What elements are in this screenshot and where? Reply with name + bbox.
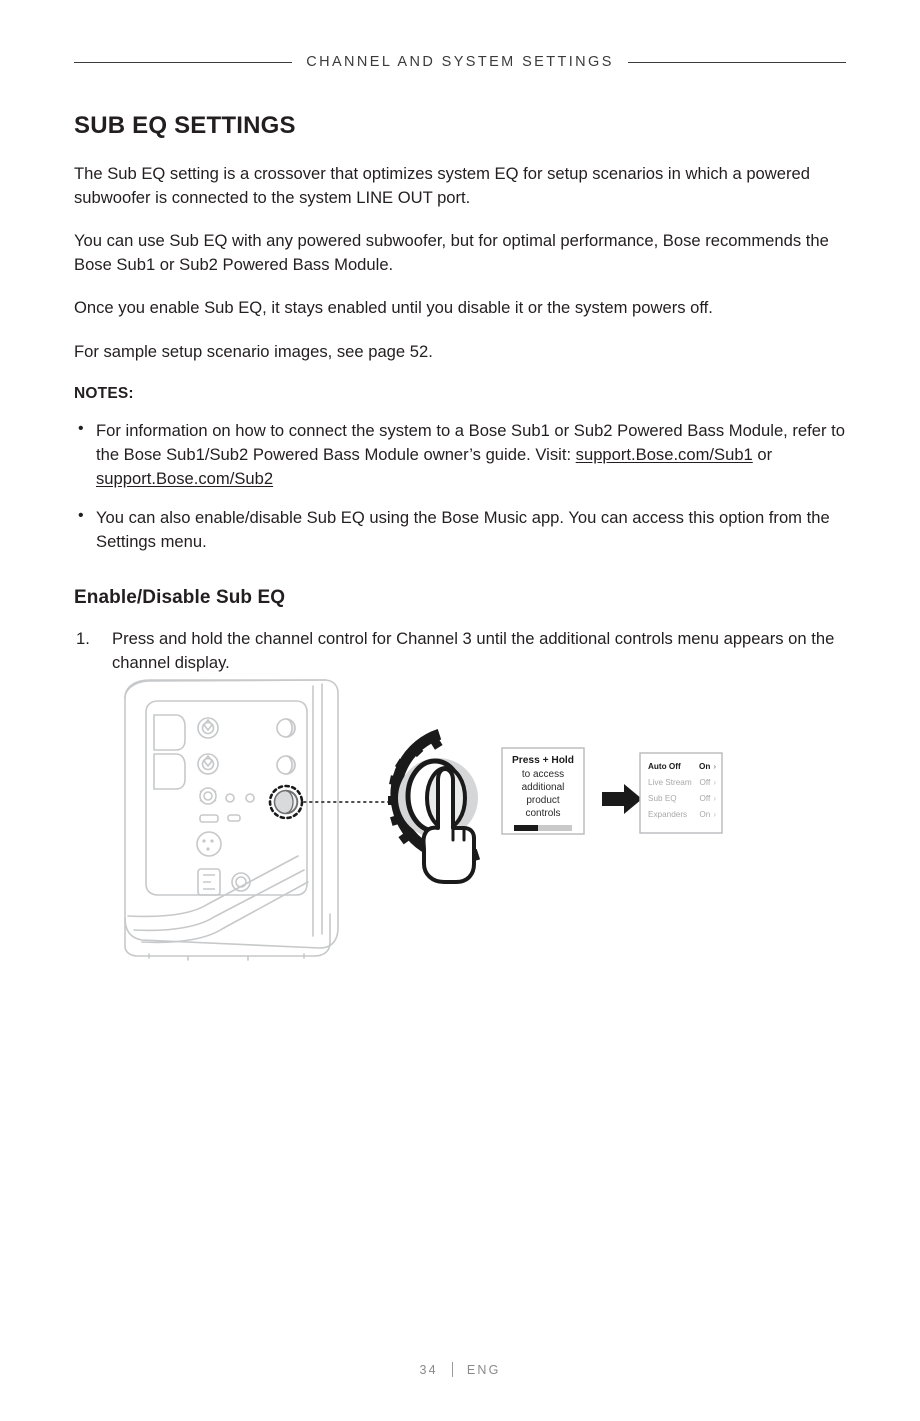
magnified-knob-graphic — [388, 729, 481, 884]
handle-cutout-bottom — [153, 753, 186, 790]
callout-progress-fill — [514, 824, 539, 831]
intro-paragraph-2: You can use Sub EQ with any powered subw… — [74, 231, 829, 274]
channel-display-menu: Auto Off On › Live Stream Off › Sub EQ O… — [640, 753, 722, 833]
callout-line: controls — [525, 807, 561, 819]
usb-port-large — [199, 814, 219, 823]
footer-language: ENG — [466, 1362, 501, 1377]
channel-knob-1 — [276, 718, 296, 738]
page-title: SUB EQ SETTINGS — [74, 112, 296, 139]
xlr-combo-jack-1 — [197, 717, 219, 739]
page-header-title: CHANNEL AND SYSTEM SETTINGS — [306, 54, 614, 70]
note-item: • You can also enable/disable Sub EQ usi… — [74, 506, 854, 553]
header-rule-left — [74, 61, 293, 63]
bullet-glyph: • — [78, 420, 84, 438]
notes-list: • For information on how to connect the … — [74, 419, 854, 553]
menu-row-label: Expanders — [648, 810, 688, 819]
callout-line: to access — [521, 768, 565, 780]
step-number: 1. — [76, 629, 90, 649]
header-rule-right — [627, 61, 846, 63]
flow-arrow-icon — [602, 784, 642, 814]
usb-port-small — [227, 814, 241, 822]
chevron-right-icon: › — [713, 810, 716, 819]
support-sub1-link[interactable]: support.Bose.com/Sub1 — [575, 444, 753, 464]
notes-label: NOTES: — [74, 385, 134, 403]
menu-row-value: On — [699, 810, 711, 819]
page-number: 34 — [419, 1362, 438, 1377]
note-item: • For information on how to connect the … — [74, 419, 854, 490]
note-text: You can also enable/disable Sub EQ using… — [96, 508, 830, 551]
channel-knob-2 — [276, 755, 296, 775]
pointing-hand-icon — [421, 767, 476, 884]
power-inlet — [197, 868, 221, 896]
step-item: 1. Press and hold the channel control fo… — [74, 627, 854, 674]
note-text: For information on how to connect the sy… — [96, 421, 845, 464]
page-footer: 34 ENG — [0, 1362, 920, 1377]
footer-divider — [451, 1362, 453, 1377]
note-text-middle: or — [752, 444, 773, 464]
support-sub2-link[interactable]: support.Bose.com/Sub2 — [96, 468, 274, 488]
menu-row-value: On — [698, 762, 711, 771]
page-content: SUB EQ SETTINGS The Sub EQ setting is a … — [74, 112, 854, 674]
menu-row-label: Sub EQ — [648, 794, 677, 803]
device-port-cluster — [153, 714, 255, 896]
channel-3-knob-highlight — [268, 784, 304, 820]
channel-knob-column — [268, 718, 304, 820]
bullet-glyph: • — [78, 507, 84, 525]
round-output-port — [231, 872, 251, 892]
channel-display-menu-box — [639, 752, 723, 834]
callout-line: product — [526, 794, 560, 806]
press-hold-callout-box — [501, 747, 585, 835]
menu-row-value: Off — [699, 794, 711, 803]
led-indicator-2 — [245, 793, 255, 803]
callout-title: Press + Hold — [511, 755, 574, 766]
page-header: CHANNEL AND SYSTEM SETTINGS — [74, 54, 846, 70]
trs-jack — [199, 787, 217, 805]
subsection-title: Enable/Disable Sub EQ — [74, 587, 286, 609]
led-indicator-1 — [225, 793, 235, 803]
steps-list: 1. Press and hold the channel control fo… — [74, 627, 854, 674]
callout-progress-track — [514, 824, 572, 831]
intro-paragraph-1: The Sub EQ setting is a crossover that o… — [74, 164, 810, 207]
callout-line: additional — [521, 781, 565, 793]
handle-cutout-top — [153, 714, 186, 751]
intro-paragraph-3: Once you enable Sub EQ, it stays enabled… — [74, 298, 713, 318]
menu-row-label: Live Stream — [648, 778, 692, 787]
menu-row-value: Off — [699, 778, 711, 787]
menu-row-label: Auto Off — [648, 762, 681, 771]
speaker-device-graphic — [124, 679, 339, 961]
chevron-right-icon: › — [713, 794, 716, 803]
press-hold-callout: Press + Hold to access additional produc… — [502, 748, 584, 834]
step-text: Press and hold the channel control for C… — [112, 629, 835, 672]
chevron-right-icon: › — [713, 778, 716, 787]
menu-row-sub-eq[interactable]: Sub EQ Off › — [648, 794, 716, 803]
press-and-hold-illustration: Press + Hold to access additional produc… — [108, 668, 788, 968]
chevron-right-icon: › — [713, 762, 716, 771]
multipin-connector — [196, 831, 222, 857]
menu-row-expanders[interactable]: Expanders On › — [648, 810, 716, 819]
xlr-combo-jack-2 — [197, 753, 219, 775]
menu-row-live-stream[interactable]: Live Stream Off › — [648, 778, 716, 787]
intro-paragraph-4: For sample setup scenario images, see pa… — [74, 341, 433, 361]
menu-row-auto-off[interactable]: Auto Off On › — [648, 762, 716, 771]
